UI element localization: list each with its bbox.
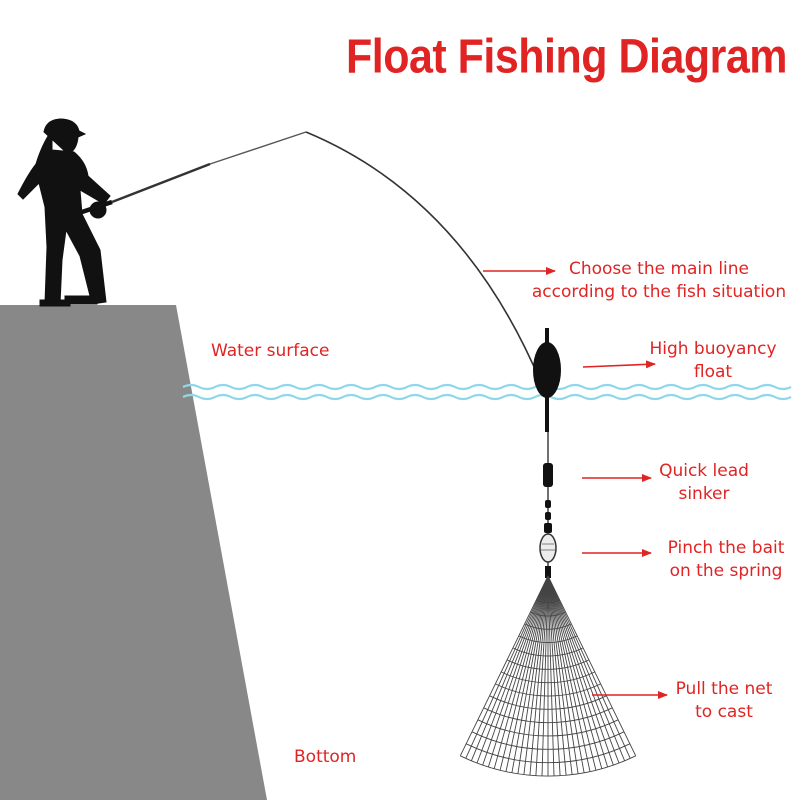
- diagram-title: Float Fishing Diagram: [346, 30, 788, 84]
- bait-spring: [539, 533, 557, 578]
- net-ring: [501, 671, 595, 684]
- net-spoke: [511, 575, 549, 773]
- float: [533, 328, 561, 432]
- arrow-float: [582, 360, 656, 369]
- label-bait: Pinch the bait on the spring: [667, 538, 785, 581]
- net-ring: [512, 647, 584, 657]
- bank: [0, 305, 267, 800]
- net-spoke: [547, 575, 585, 773]
- net-ring: [518, 635, 578, 643]
- net-spoke: [547, 575, 614, 766]
- fishing-rod: [75, 131, 307, 217]
- net-spoke: [459, 575, 549, 756]
- net-ring: [536, 599, 560, 604]
- net-ring: [471, 731, 625, 750]
- net-ring: [477, 719, 619, 737]
- label-float: High buoyancy float: [649, 339, 777, 382]
- net-spoke: [523, 575, 549, 775]
- net-spoke: [547, 575, 579, 774]
- net-spoke: [547, 575, 561, 776]
- net-ring: [524, 623, 572, 630]
- label-sinker: Quick lead sinker: [659, 461, 749, 504]
- main-line: [305, 131, 549, 401]
- net-spoke: [465, 575, 549, 759]
- net-spoke: [547, 575, 626, 761]
- net-spoke: [482, 575, 549, 766]
- net-spoke: [499, 575, 549, 771]
- net-ring: [506, 659, 590, 670]
- net-ring: [466, 743, 630, 764]
- net-spoke: [547, 575, 555, 776]
- label-net: Pull the net to cast: [675, 679, 773, 722]
- water-surface-waves: [182, 383, 792, 401]
- net-spoke: [547, 575, 620, 764]
- net-spoke: [487, 575, 549, 768]
- net-spoke: [476, 575, 549, 764]
- net-spoke: [547, 575, 573, 775]
- net-spoke: [517, 575, 549, 774]
- net-ring: [460, 755, 636, 777]
- net-spoke: [535, 575, 549, 776]
- net-ring: [542, 587, 554, 590]
- fisherman-silhouette: [17, 118, 111, 307]
- fishing-net: [459, 575, 637, 777]
- net-spoke: [470, 575, 549, 761]
- net-spoke: [547, 575, 609, 768]
- label-main-line: Choose the main line according to the fi…: [531, 259, 787, 302]
- label-bottom: Bottom: [294, 747, 357, 767]
- net-spoke: [529, 575, 549, 776]
- net-spoke: [547, 575, 631, 759]
- net-spoke: [547, 575, 603, 769]
- net-ring: [489, 695, 607, 710]
- lead-sinker: [543, 463, 553, 533]
- label-water-surface: Water surface: [211, 341, 330, 361]
- net-spoke: [547, 575, 567, 776]
- net-ring: [483, 707, 613, 724]
- net-spoke: [541, 575, 549, 776]
- net-spoke: [505, 575, 549, 772]
- net-spoke: [493, 575, 549, 769]
- net-spoke: [547, 575, 591, 772]
- net-ring: [495, 683, 601, 697]
- net-spoke: [547, 575, 637, 756]
- net-spoke: [547, 575, 597, 771]
- net-ring: [530, 611, 566, 617]
- pointer-arrows: [483, 267, 668, 699]
